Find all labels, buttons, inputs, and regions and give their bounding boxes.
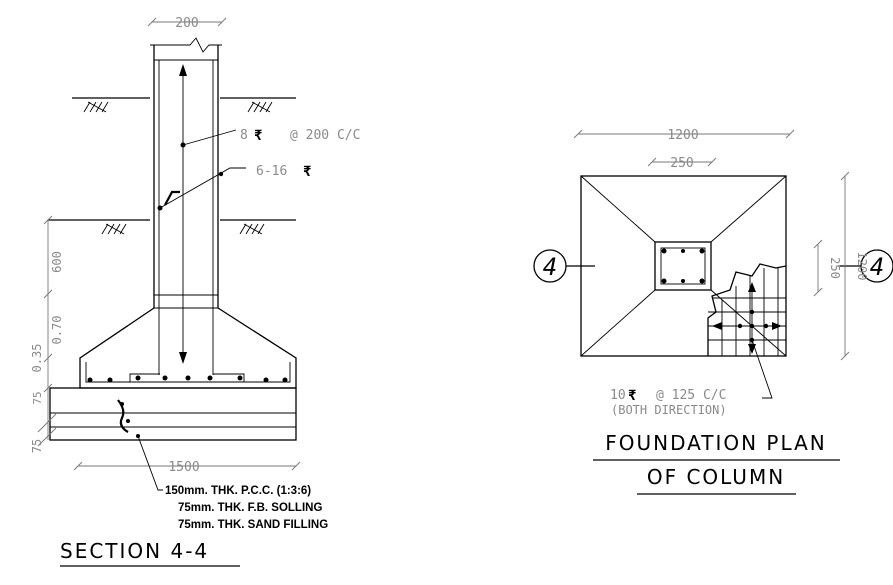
- dim-600-label: 600: [50, 251, 64, 273]
- column: [153, 45, 219, 375]
- dim-035-label: 0.35: [30, 344, 44, 373]
- plan-width-dimension: 1200: [573, 128, 795, 143]
- dim-75a-label: 75: [31, 391, 44, 404]
- left-dimensions: 600 0.70 0.35 75 75: [30, 215, 64, 453]
- footing-width-dimension: 1500: [73, 460, 301, 475]
- rebar-symbol-icon: ₹: [628, 388, 636, 404]
- ground-level-bottom: [48, 219, 296, 235]
- dim-070-label: 0.70: [50, 316, 64, 345]
- plan-depth-label: 1200: [855, 252, 869, 281]
- layer-note-1: 150mm. THK. P.C.C. (1:3:6): [165, 485, 311, 497]
- cranked-bar: [164, 190, 180, 206]
- rebar-label: 10: [610, 388, 626, 403]
- column-break-line: [150, 37, 222, 53]
- footing: [79, 307, 297, 389]
- dim-75b-label: 75: [30, 439, 44, 453]
- section-title: SECTION 4-4: [60, 539, 209, 563]
- tie-leader: 8 ₹ @ 200 C/C: [180, 128, 360, 148]
- plan-title-line-2: OF COLUMN: [647, 465, 785, 489]
- tie-size-label: 8: [240, 128, 248, 143]
- ground-level-top: [72, 97, 296, 113]
- marker-left-label: 4: [543, 253, 557, 281]
- rebar-symbol-icon: ₹: [303, 164, 311, 180]
- plan-column-width-dimension: 250: [647, 156, 717, 171]
- column-height-arrow: [179, 64, 187, 364]
- layer-note-2: 75mm. THK. F.B. SOLLING: [178, 502, 322, 514]
- plan-width-label: 1200: [667, 128, 698, 143]
- plan-depth-dimensions: 1200 250: [813, 171, 869, 361]
- rebar-spacing-label: @ 125 C/C: [656, 388, 726, 403]
- foundation-plan: 1200 250: [533, 128, 893, 495]
- rebar-direction-note: (BOTH DIRECTION): [611, 403, 727, 417]
- main-bar-leader: 6-16 ₹: [157, 164, 311, 211]
- main-bar-label: 6-16: [256, 164, 287, 179]
- layer-note-3: 75mm. THK. SAND FILLING: [178, 519, 328, 531]
- column-width-dimension: 200: [147, 16, 227, 31]
- footing-width-label: 1500: [168, 460, 199, 475]
- rebar-leader: [751, 339, 773, 399]
- rebar-cutaway: [707, 263, 787, 356]
- plan-column: [654, 241, 712, 291]
- section-marker-right: 4: [838, 249, 893, 283]
- rebar-symbol-icon: ₹: [254, 128, 262, 144]
- base-layers: [49, 387, 297, 441]
- layers-leader: [137, 435, 163, 491]
- plan-title-line-1: FOUNDATION PLAN: [605, 431, 827, 455]
- tie-spacing-label: @ 200 C/C: [290, 128, 360, 143]
- plan-column-depth-label: 250: [828, 257, 842, 279]
- column-width-label: 200: [175, 16, 198, 31]
- plan-column-width-label: 250: [670, 156, 693, 171]
- section-marker-left: 4: [533, 249, 595, 283]
- marker-right-label: 4: [870, 253, 884, 281]
- section-4-4: 200: [30, 16, 360, 567]
